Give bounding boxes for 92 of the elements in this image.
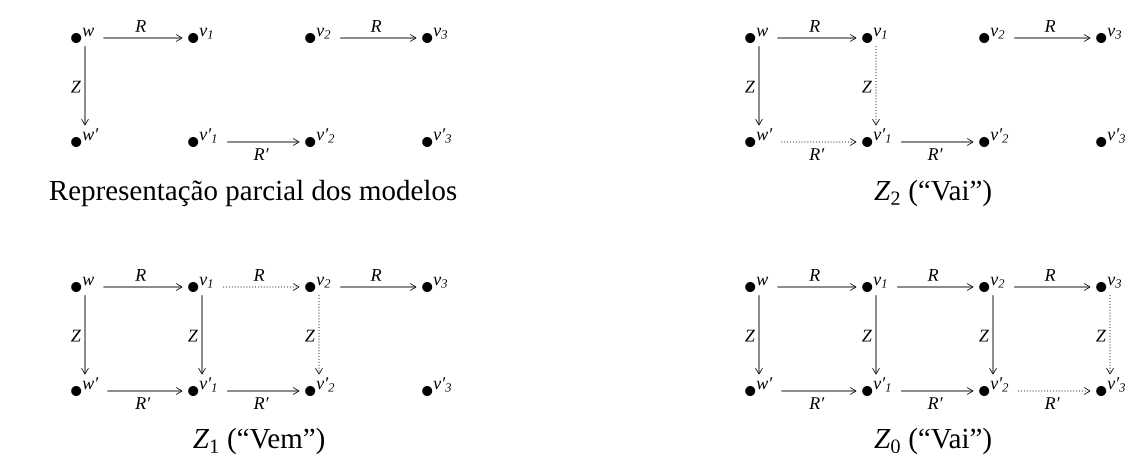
arrow	[226, 387, 300, 395]
node-label: v$_{3}$	[1107, 27, 1122, 39]
node-label: v$_{1}$	[873, 276, 887, 288]
arrow	[1013, 34, 1091, 42]
edge-label: Z	[862, 80, 872, 93]
node-label: w	[82, 276, 95, 286]
edge-label: R	[927, 269, 939, 281]
node-label: w′	[756, 377, 773, 390]
arrow	[106, 387, 183, 395]
node-label: v′$_{2}$	[990, 377, 1009, 392]
caption: Z$_{2}$ (“Vai”)	[874, 179, 991, 207]
node-label: v$_{2}$	[316, 276, 331, 288]
node-label: v′$_{2}$	[990, 128, 1009, 143]
arrow	[315, 294, 323, 375]
arrow	[339, 283, 417, 291]
node-label: v$_{3}$	[433, 27, 448, 39]
arrow	[339, 34, 417, 42]
arrow	[81, 294, 89, 375]
arrow	[102, 283, 183, 291]
node-label: w′	[756, 128, 773, 141]
node-label: v′$_{3}$	[433, 128, 451, 143]
edge-label: Z	[71, 329, 81, 342]
caption: Z$_{1}$ (“Vem”)	[193, 427, 324, 455]
node-label: v′$_{1}$	[873, 377, 891, 392]
edge-label: R	[253, 269, 265, 281]
caption: Representação parcial dos modelos	[49, 179, 457, 207]
edge-label: R′	[253, 148, 269, 160]
node-label: w′	[82, 128, 99, 141]
edge-label: R′	[927, 397, 943, 409]
edge-label: R	[135, 269, 146, 281]
node-label: v$_{3}$	[1107, 276, 1122, 288]
node-label: v$_{2}$	[316, 27, 331, 39]
edge-label: Z	[862, 329, 872, 342]
edge-label: Z	[188, 329, 198, 342]
edge-label: Z	[305, 329, 315, 342]
arrow	[780, 138, 857, 146]
edge-label: R	[1044, 269, 1056, 281]
arrow	[198, 294, 206, 375]
edge-label: R′	[809, 397, 825, 409]
arrow	[1013, 283, 1091, 291]
arrow	[755, 45, 763, 126]
arrow	[989, 294, 997, 375]
edge-label: R	[370, 20, 382, 32]
node-label: v$_{1}$	[873, 27, 887, 39]
edge-label: R	[135, 20, 146, 32]
node-label: w	[756, 27, 769, 37]
edge-label: R	[370, 269, 382, 281]
edge-label: R	[809, 20, 820, 32]
arrow	[102, 34, 183, 42]
edge-label: Z	[979, 329, 989, 342]
node-label: w	[756, 276, 769, 286]
node-label: v′$_{1}$	[199, 128, 217, 143]
edge-label: Z	[745, 80, 755, 93]
node-label: v′$_{2}$	[316, 377, 335, 392]
edge-label: R′	[253, 397, 269, 409]
edge-label: R	[1044, 20, 1056, 32]
node-label: v$_{2}$	[990, 27, 1005, 39]
arrow	[1017, 387, 1091, 395]
edge-label: R′	[135, 397, 151, 409]
arrow	[872, 45, 880, 126]
node-label: v′$_{3}$	[1107, 128, 1126, 143]
node-label: v′$_{1}$	[199, 377, 217, 392]
node-label: v$_{3}$	[433, 276, 448, 288]
edge-label: R′	[927, 148, 943, 160]
arrow	[755, 294, 763, 375]
node-label: v′$_{2}$	[316, 128, 335, 143]
arrow	[900, 138, 974, 146]
edge-label: R′	[1044, 397, 1060, 409]
arrow	[896, 283, 974, 291]
arrow	[222, 283, 300, 291]
edge-label: R	[809, 269, 820, 281]
caption: Z$_{0}$ (“Vai”)	[874, 427, 991, 455]
arrow	[872, 294, 880, 375]
edge-label: Z	[1096, 329, 1106, 342]
node-label: v$_{2}$	[990, 276, 1005, 288]
node-label: v′$_{1}$	[873, 128, 891, 143]
edge-label: Z	[745, 329, 755, 342]
node-label: v$_{1}$	[199, 276, 213, 288]
arrow	[776, 34, 857, 42]
node-label: w	[82, 27, 95, 37]
edge-label: R′	[809, 148, 825, 160]
arrow	[780, 387, 857, 395]
node-label: v$_{1}$	[199, 27, 213, 39]
node-label: v′$_{3}$	[433, 377, 451, 392]
edge-label: Z	[71, 80, 81, 93]
arrow	[81, 45, 89, 126]
node-label: v′$_{3}$	[1107, 377, 1126, 392]
arrow	[776, 283, 857, 291]
arrow	[900, 387, 974, 395]
node-label: w′	[82, 377, 99, 390]
arrow	[1106, 294, 1114, 375]
arrow	[226, 138, 300, 146]
